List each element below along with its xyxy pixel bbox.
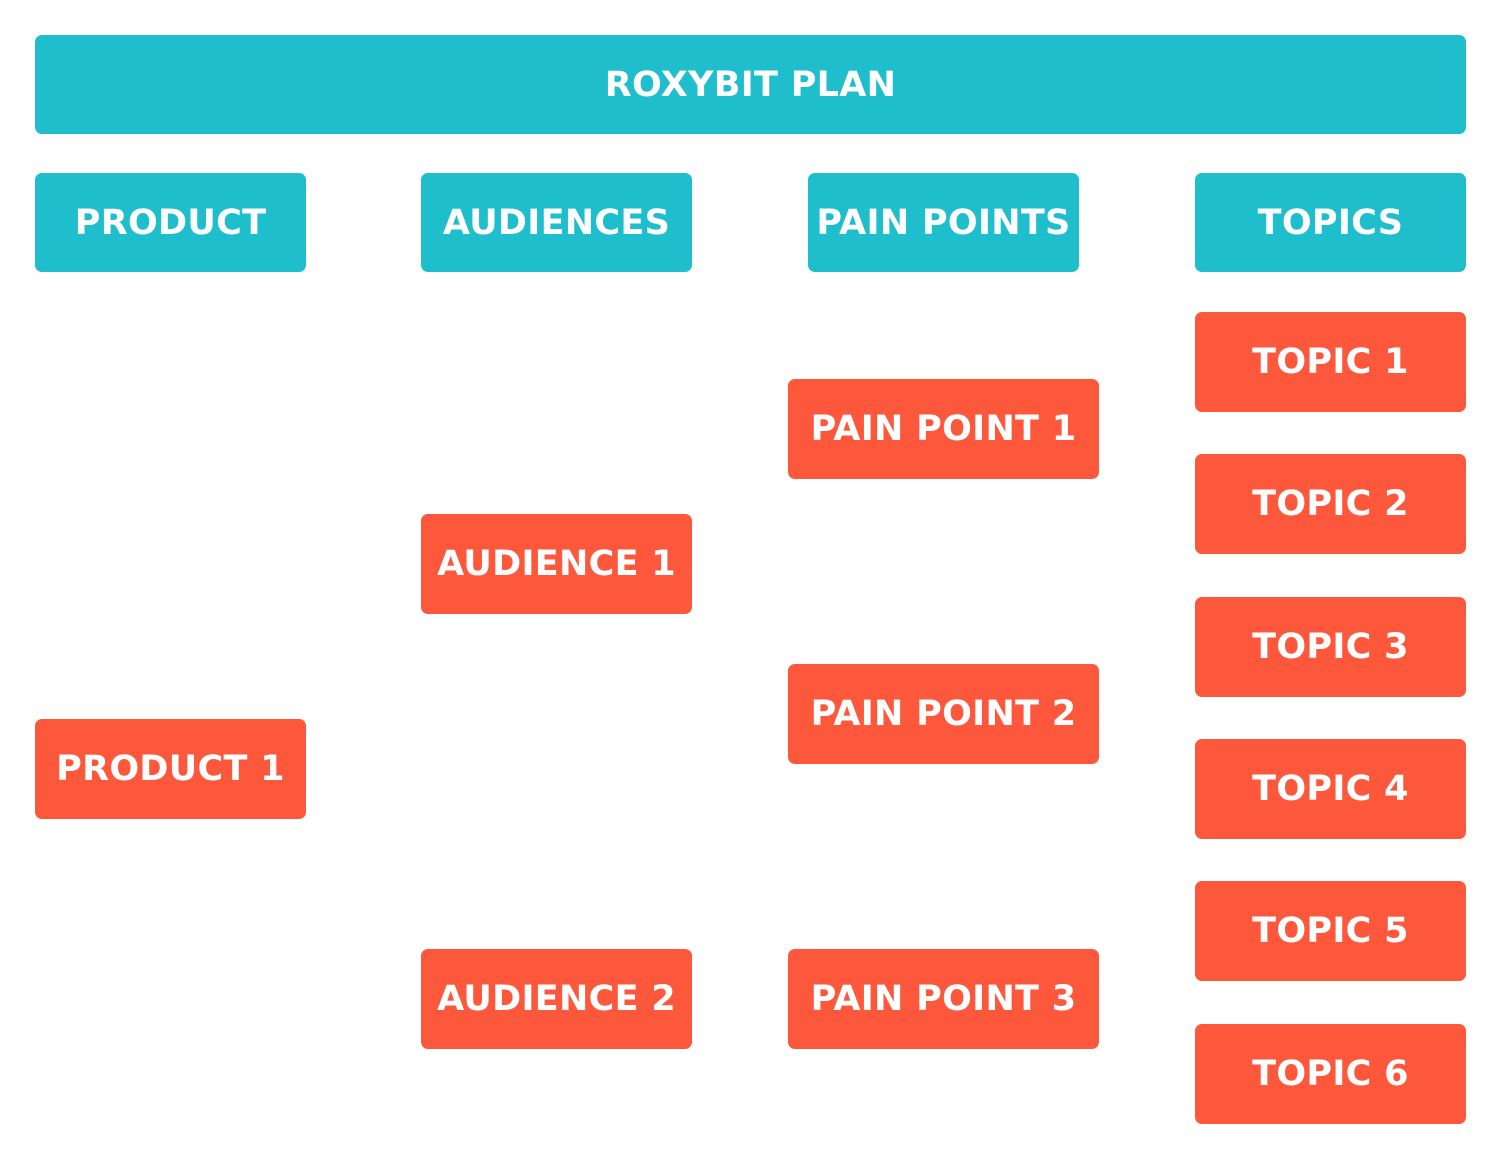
- column-header-label: PRODUCT: [74, 202, 267, 243]
- node-label: TOPIC 6: [1252, 1054, 1409, 1094]
- node-label: TOPIC 2: [1252, 484, 1409, 524]
- plan-title-box: ROXYBIT PLAN: [35, 35, 1466, 134]
- node-label: PAIN POINT 2: [810, 694, 1077, 734]
- column-header-label: PAIN POINTS: [816, 202, 1071, 243]
- node-topic-1: TOPIC 1: [1195, 312, 1466, 412]
- node-audience-2: AUDIENCE 2: [421, 949, 692, 1049]
- column-header-pain-points: PAIN POINTS: [808, 173, 1079, 272]
- node-label: TOPIC 1: [1252, 342, 1409, 382]
- node-label: PAIN POINT 1: [810, 409, 1077, 449]
- column-header-audiences: AUDIENCES: [421, 173, 692, 272]
- column-header-label: TOPICS: [1257, 202, 1404, 243]
- node-topic-2: TOPIC 2: [1195, 454, 1466, 554]
- column-header-label: AUDIENCES: [442, 202, 671, 243]
- node-audience-1: AUDIENCE 1: [421, 514, 692, 614]
- node-topic-5: TOPIC 5: [1195, 881, 1466, 981]
- node-label: AUDIENCE 1: [437, 544, 676, 584]
- node-label: PRODUCT 1: [56, 749, 285, 789]
- node-pain-point-2: PAIN POINT 2: [788, 664, 1099, 764]
- column-header-product: PRODUCT: [35, 173, 306, 272]
- node-topic-4: TOPIC 4: [1195, 739, 1466, 839]
- column-header-topics: TOPICS: [1195, 173, 1466, 272]
- node-label: TOPIC 5: [1252, 911, 1409, 951]
- node-label: TOPIC 3: [1252, 627, 1409, 667]
- node-product-1: PRODUCT 1: [35, 719, 306, 819]
- node-pain-point-3: PAIN POINT 3: [788, 949, 1099, 1049]
- node-label: AUDIENCE 2: [437, 979, 676, 1019]
- node-label: PAIN POINT 3: [810, 979, 1077, 1019]
- node-pain-point-1: PAIN POINT 1: [788, 379, 1099, 479]
- plan-title: ROXYBIT PLAN: [604, 64, 897, 105]
- node-label: TOPIC 4: [1252, 769, 1409, 809]
- node-topic-3: TOPIC 3: [1195, 597, 1466, 697]
- node-topic-6: TOPIC 6: [1195, 1024, 1466, 1124]
